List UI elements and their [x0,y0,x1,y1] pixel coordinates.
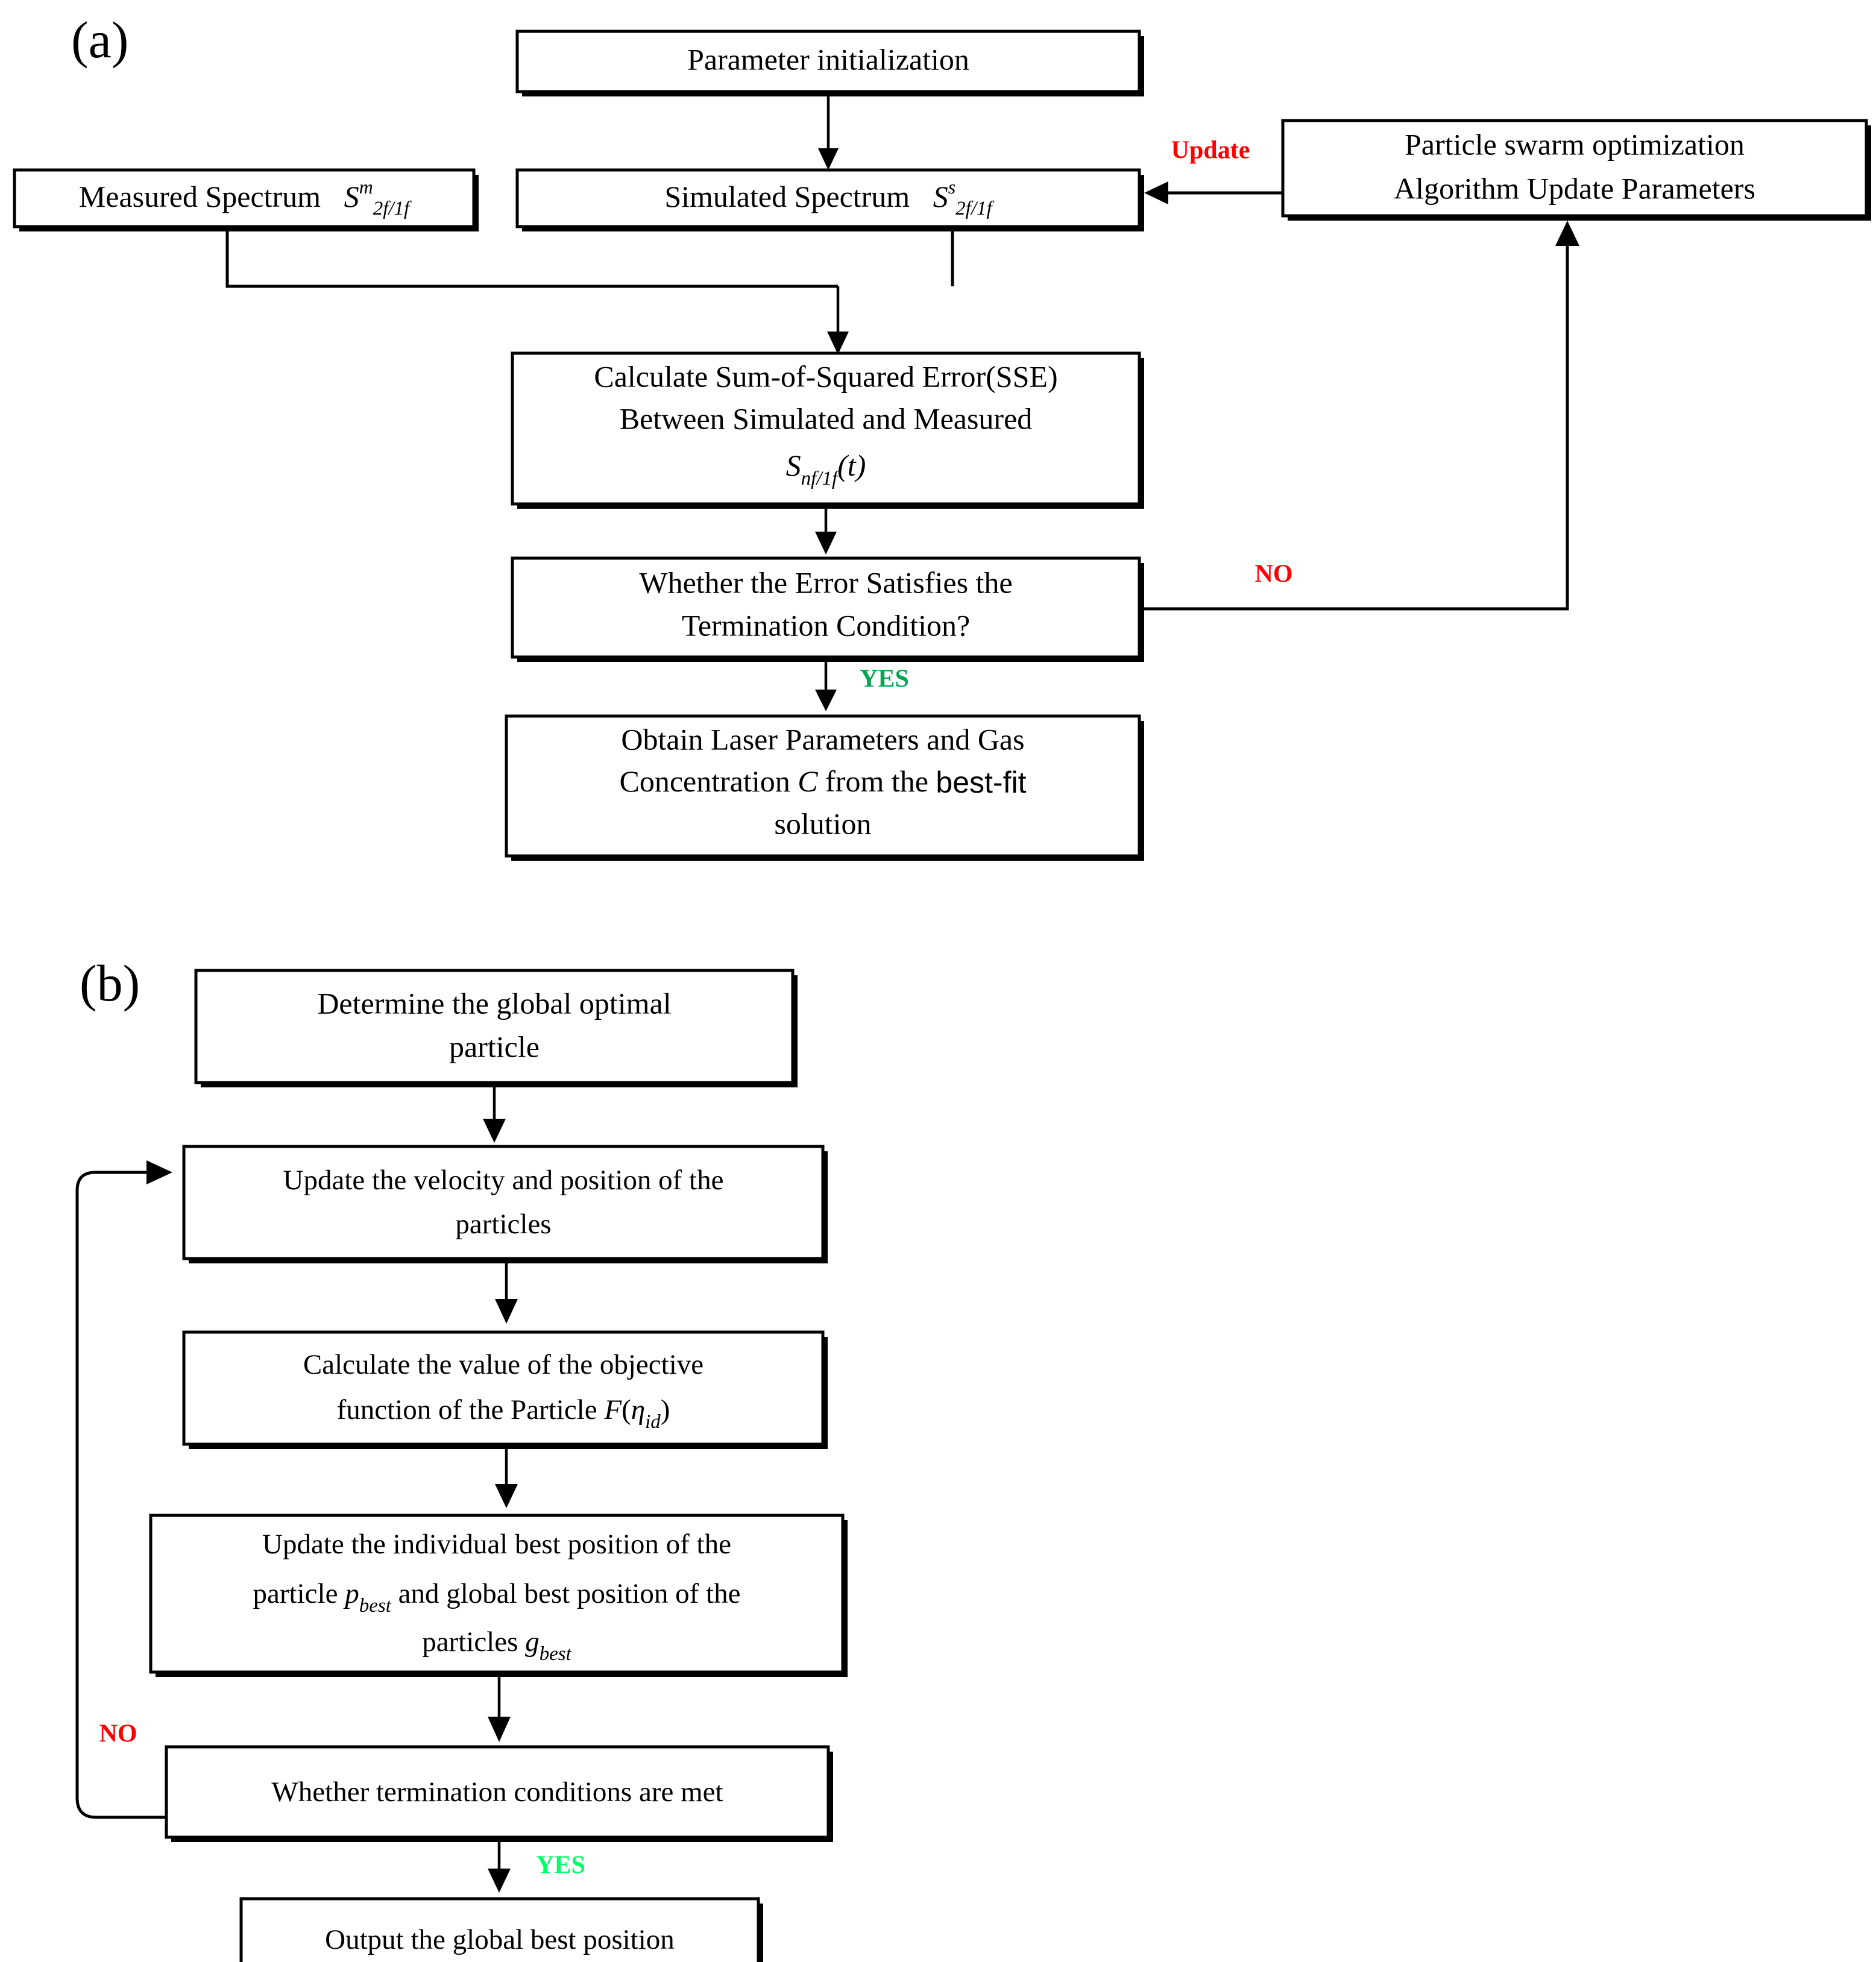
box-measured-spectrum-label: Measured Spectrum Sm2f/1f [79,176,412,219]
edge-label-update: Update [1171,137,1250,165]
box-parameter-initialization-label: Parameter initialization [687,42,969,76]
arrow-no-loop-b: NO [75,1160,172,1819]
box-update-best-positions: Update the individual best position of t… [149,1514,848,1677]
box-determine-global-optimal: Determine the global optimal particle [194,969,798,1087]
box-output-global-best-label: Output the global best position [325,1924,675,1955]
box-measured-spectrum: Measured Spectrum Sm2f/1f [13,168,479,231]
box-determine-global-line1: Determine the global optimal [317,986,671,1020]
box-determine-global-line2: particle [449,1030,540,1063]
arrow-yes-a: YES [815,657,909,711]
panel-label-b: (b) [80,954,140,1012]
box-update-best-line3: particles gbest [422,1626,571,1665]
arrow-yes-b: YES [488,1842,585,1893]
box-simulated-spectrum: Simulated Spectrum Ss2f/1f [515,168,1144,231]
box-pso-update-parameters: Particle swarm optimization Algorithm Up… [1281,119,1871,221]
box-parameter-initialization: Parameter initialization [515,30,1144,96]
box-termination-condition-a-line2: Termination Condition? [682,608,970,642]
arrow-objective-to-update-best [495,1444,518,1508]
box-simulated-spectrum-label: Simulated Spectrum Ss2f/1f [664,176,994,219]
box-update-best-line1: Update the individual best position of t… [262,1529,731,1560]
box-obtain-parameters: Obtain Laser Parameters and Gas Concentr… [505,714,1144,861]
arrow-determine-to-update-velocity [483,1083,506,1143]
box-calculate-sse-line2: Between Simulated and Measured [620,401,1033,435]
box-update-velocity-position: Update the velocity and position of the … [182,1145,828,1263]
box-update-velocity-line1: Update the velocity and position of the [283,1165,724,1196]
box-obtain-parameters-line2: Concentration C from the best-fit [620,764,1027,799]
edge-label-no-a: NO [1255,561,1293,588]
arrow-best-to-termination-b [488,1677,511,1742]
edge-label-no-b: NO [99,1720,137,1748]
box-termination-condition-a: Whether the Error Satisfies the Terminat… [511,556,1144,662]
box-termination-condition-b-label: Whether termination conditions are met [271,1776,723,1808]
arrow-init-to-simulated [818,92,839,170]
box-calculate-objective: Calculate the value of the objective fun… [182,1330,828,1449]
box-update-velocity-line2: particles [455,1209,551,1240]
edge-label-yes-b: YES [536,1852,585,1879]
box-obtain-parameters-line3: solution [774,806,871,840]
arrow-velocity-to-objective [495,1259,518,1324]
box-termination-condition-b: Whether termination conditions are met [165,1745,833,1842]
box-calculate-objective-line2: function of the Particle F(ηid) [337,1394,670,1433]
box-calculate-objective-line1: Calculate the value of the objective [303,1349,704,1380]
arrow-update-pso-to-simulated: Update [1144,137,1283,204]
arrow-sse-to-termination [815,509,837,555]
box-termination-condition-a-line1: Whether the Error Satisfies the [639,565,1012,599]
box-update-best-line2: particle pbest and global best position … [253,1578,741,1617]
box-calculate-sse: Calculate Sum-of-Squared Error(SSE) Betw… [511,351,1144,509]
box-output-global-best: Output the global best position [239,1897,763,1962]
edge-label-yes-a: YES [860,665,909,693]
box-pso-update-line1: Particle swarm optimization [1405,127,1745,161]
box-pso-update-line2: Algorithm Update Parameters [1394,171,1755,205]
box-obtain-parameters-line1: Obtain Laser Parameters and Gas [621,722,1024,756]
box-calculate-sse-line1: Calculate Sum-of-Squared Error(SSE) [594,359,1057,393]
arrow-no-loop-a: NO [1144,221,1579,611]
box-calculate-sse-line3: Snf/1f(t) [786,448,866,489]
panel-label-a: (a) [71,11,128,69]
connector-spectra-to-sse [225,227,954,354]
